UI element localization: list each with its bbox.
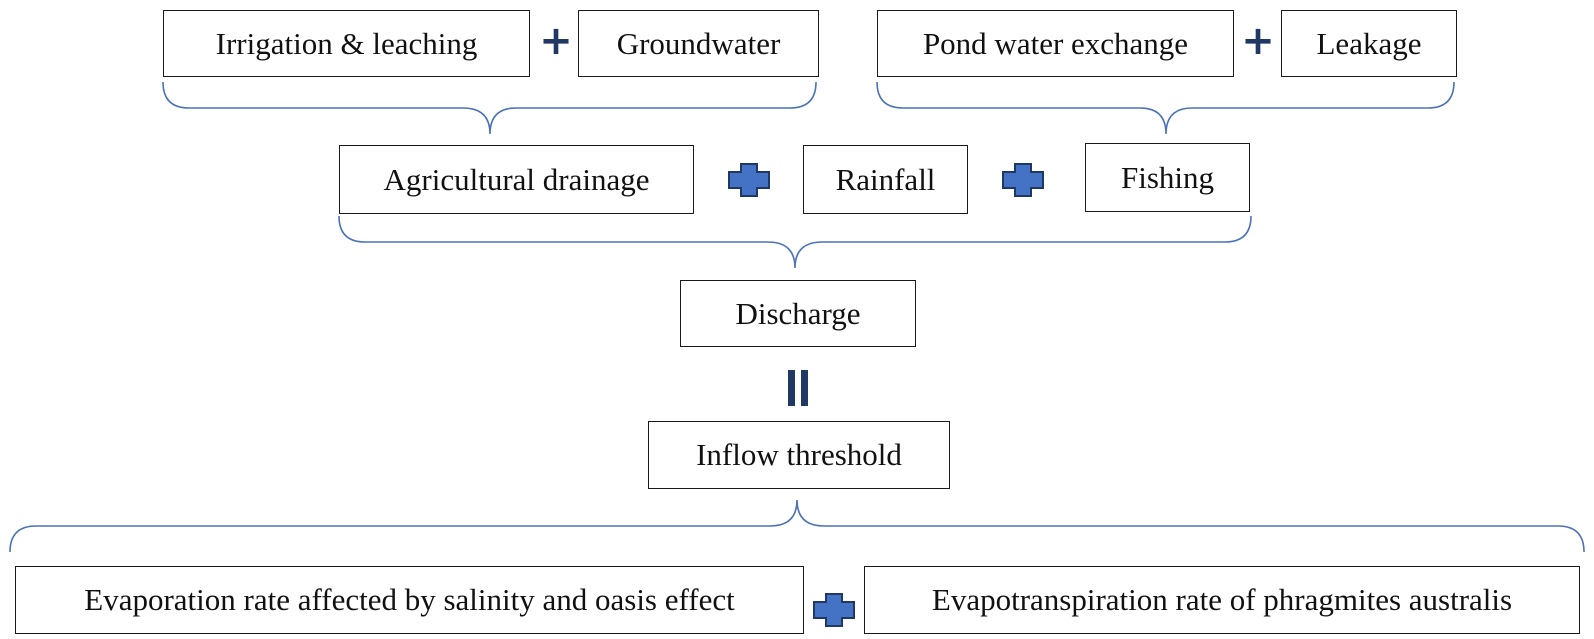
node-pond-water-exchange: Pond water exchange: [877, 10, 1234, 77]
node-rainfall: Rainfall: [803, 145, 968, 214]
node-groundwater-label: Groundwater: [616, 25, 781, 61]
node-rainfall-label: Rainfall: [835, 161, 936, 197]
node-inflow-threshold: Inflow threshold: [648, 421, 950, 489]
brace-top-left: [162, 81, 817, 135]
node-fishing-label: Fishing: [1120, 159, 1215, 195]
node-inflow-threshold-label: Inflow threshold: [696, 437, 902, 472]
brace-bottom: [9, 499, 1585, 553]
plus-icon-pond-leakage: +: [1241, 18, 1275, 64]
node-fishing: Fishing: [1085, 143, 1250, 212]
brace-top-right: [876, 81, 1455, 135]
node-evapotranspiration-rate: Evapotranspiration rate of phragmites au…: [864, 566, 1580, 634]
node-evaporation-rate: Evaporation rate affected by salinity an…: [15, 566, 804, 634]
node-discharge-label: Discharge: [735, 295, 861, 331]
plus-icon-irrigation-groundwater: +: [539, 18, 573, 64]
node-discharge: Discharge: [680, 280, 916, 347]
plus-icon-rainfall-fishing: [1002, 163, 1044, 197]
node-leakage-label: Leakage: [1316, 25, 1422, 61]
node-irrigation-leaching-label: Irrigation & leaching: [215, 25, 478, 61]
node-evaporation-rate-label: Evaporation rate affected by salinity an…: [84, 582, 735, 617]
equals-bar-right: [801, 370, 808, 406]
node-agricultural-drainage-label: Agricultural drainage: [383, 161, 650, 197]
brace-middle: [338, 215, 1252, 269]
node-groundwater: Groundwater: [578, 10, 819, 77]
node-pond-water-exchange-label: Pond water exchange: [922, 25, 1189, 61]
plus-icon-agri-rainfall: [728, 163, 770, 197]
equals-bar-left: [788, 370, 795, 406]
plus-icon-evaporation: [813, 593, 855, 627]
node-evapotranspiration-rate-label: Evapotranspiration rate of phragmites au…: [931, 582, 1513, 617]
node-irrigation-leaching: Irrigation & leaching: [163, 10, 530, 77]
node-agricultural-drainage: Agricultural drainage: [339, 145, 694, 214]
node-leakage: Leakage: [1281, 10, 1457, 77]
